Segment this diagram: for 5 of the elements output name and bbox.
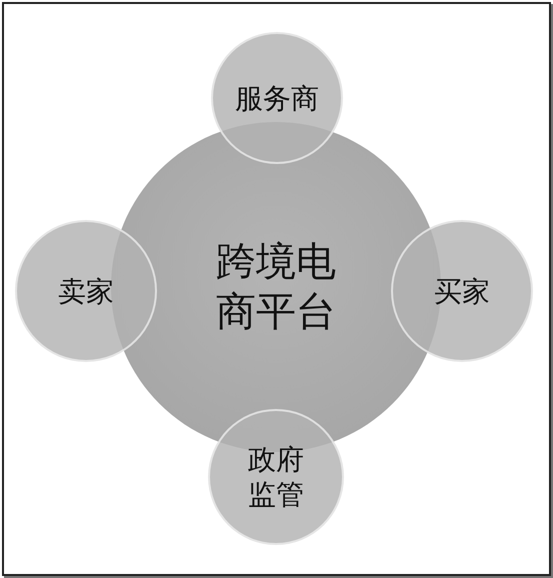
node-label: 买家: [434, 274, 490, 308]
node-label: 卖家: [58, 274, 114, 308]
node-label: 政府监管: [247, 442, 305, 512]
node-label: 跨境电商平台: [215, 238, 337, 337]
node-label: 服务商: [235, 80, 319, 116]
